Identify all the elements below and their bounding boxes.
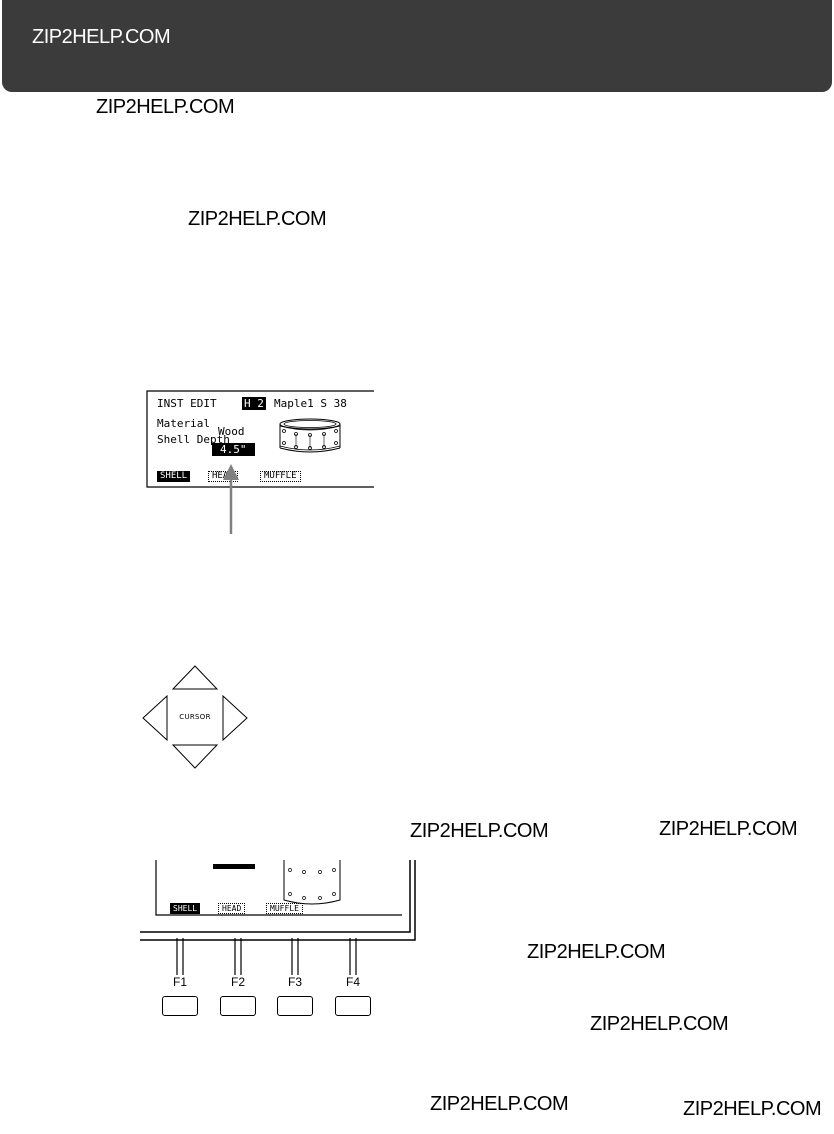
lcd-depth-label: Shell Depth bbox=[157, 433, 230, 446]
watermark-header: ZIP2HELP.COM bbox=[32, 26, 171, 48]
panel-frame bbox=[140, 860, 416, 975]
lcd-frame bbox=[146, 390, 374, 488]
watermark: ZIP2HELP.COM bbox=[430, 1093, 569, 1115]
f3-label: F3 bbox=[287, 975, 302, 989]
tab-muffle: MUFFLE bbox=[260, 471, 301, 482]
f4-button bbox=[335, 996, 371, 1016]
watermark: ZIP2HELP.COM bbox=[96, 96, 235, 118]
panel-tab-muffle: MUFFLE bbox=[266, 903, 303, 914]
cursor-label: CURSOR bbox=[179, 713, 211, 721]
watermark: ZIP2HELP.COM bbox=[527, 941, 666, 963]
lcd-screen: INST EDIT H 2 Maple1 S 38 Material Wood … bbox=[146, 390, 374, 488]
watermark: ZIP2HELP.COM bbox=[410, 820, 549, 842]
f3-button bbox=[277, 996, 313, 1016]
watermark: ZIP2HELP.COM bbox=[188, 208, 327, 230]
lcd-title: INST EDIT bbox=[157, 397, 217, 410]
lcd-depth-value: 4.5" bbox=[212, 443, 255, 456]
cursor-arrows-icon bbox=[142, 665, 248, 769]
panel-illustration: SHELL HEAD MUFFLE F1 F2 F3 F4 bbox=[140, 860, 420, 1020]
f2-button bbox=[220, 996, 256, 1016]
cursor-pad: CURSOR bbox=[140, 663, 250, 771]
f1-button bbox=[162, 996, 198, 1016]
lcd-material-value: Wood bbox=[218, 425, 245, 438]
f1-label: F1 bbox=[172, 975, 187, 989]
watermark: ZIP2HELP.COM bbox=[683, 1098, 822, 1120]
tab-shell: SHELL bbox=[157, 471, 191, 482]
pointer-arrow-icon bbox=[223, 464, 239, 534]
f2-label: F2 bbox=[230, 975, 245, 989]
panel-tab-head: HEAD bbox=[218, 903, 246, 914]
watermark: ZIP2HELP.COM bbox=[659, 818, 798, 840]
f4-label: F4 bbox=[345, 975, 360, 989]
lcd-pad: H 2 bbox=[242, 397, 266, 410]
watermark: ZIP2HELP.COM bbox=[590, 1013, 729, 1035]
snare-drum-icon bbox=[279, 418, 341, 453]
panel-tab-shell: SHELL bbox=[170, 903, 201, 914]
lcd-material-label: Material bbox=[157, 417, 210, 430]
header-bar bbox=[2, 0, 832, 92]
lcd-instrument: Maple1 S 38 bbox=[274, 397, 347, 410]
